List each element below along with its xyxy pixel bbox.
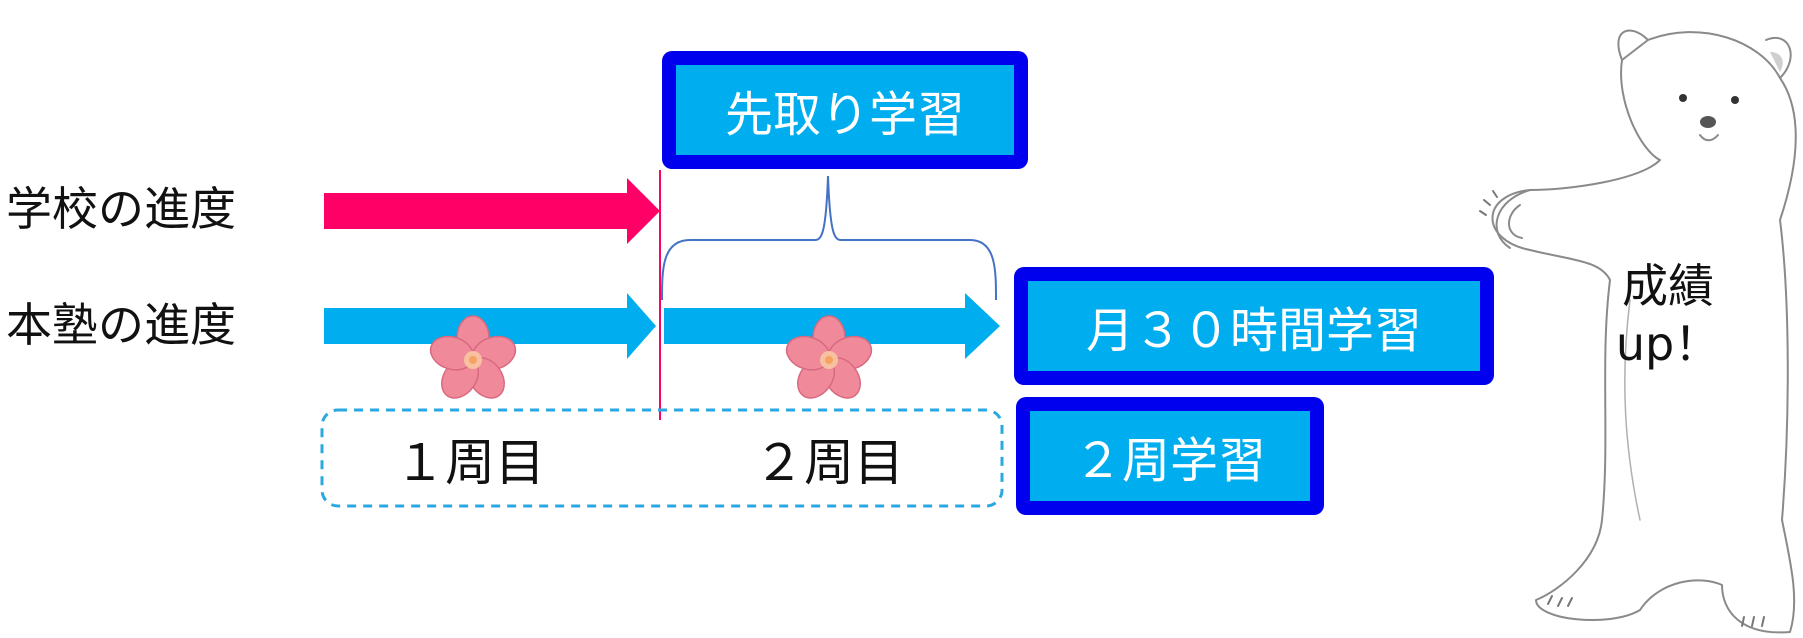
laps-dashed-frame	[320, 408, 1004, 508]
monthly-hours-label: 月３０時間学習	[1028, 281, 1480, 371]
grades-up-line-2: up！	[1615, 316, 1721, 371]
juku-progress-label: 本塾の進度	[6, 298, 236, 352]
second-lap-label: ２周目	[754, 434, 904, 492]
advance-learning-box: 先取り学習	[662, 51, 1028, 169]
grades-up-line-1: 成績	[1622, 259, 1714, 313]
school-progress-arrow	[324, 178, 660, 244]
flower-icon	[429, 315, 517, 399]
school-progress-label: 学校の進度	[6, 182, 236, 236]
juku-progress-arrow-1	[324, 293, 656, 359]
first-lap-label: １周目	[395, 434, 545, 492]
polar-bear-illustration	[1479, 29, 1797, 634]
monthly-hours-box: 月３０時間学習	[1014, 267, 1494, 385]
flower-icon	[785, 315, 873, 399]
advance-brace	[661, 175, 997, 301]
advance-learning-label: 先取り学習	[676, 65, 1014, 155]
twice-learning-box: ２周学習	[1016, 397, 1324, 515]
twice-learning-label: ２周学習	[1030, 411, 1310, 501]
grades-up-text: 成績 up！	[1608, 258, 1728, 373]
